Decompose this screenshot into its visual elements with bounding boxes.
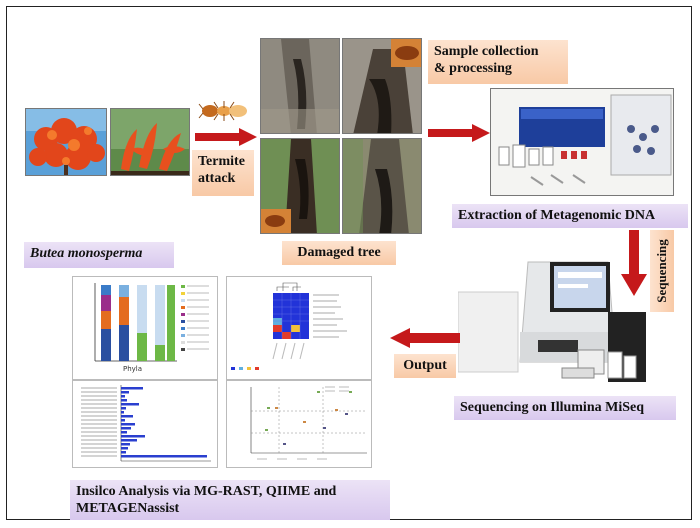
sequencing-arrow-label: Sequencing [650,230,674,312]
illumina-miseq-photo [458,252,648,386]
arrow-down-to-sequencing [621,230,647,296]
damaged-tree-photo-2 [342,38,422,134]
sequencing-label: Sequencing on Illumina MiSeq [454,396,676,420]
abundance-bar-panel [72,380,218,468]
relative-abundance-panel: Phyla [72,276,218,380]
damaged-tree-photo-1 [260,38,340,134]
dna-extraction-kit-photo [490,88,674,196]
butea-flower-photo [110,108,190,176]
butea-tree-photo [25,108,107,176]
scatter-panel [226,380,372,468]
output-label: Output [394,354,456,378]
damaged-tree-photo-4 [342,138,422,234]
insilico-analysis-label: Insilco Analysis via MG-RAST, QIIME and … [70,480,390,520]
extraction-label: Extraction of Metagenomic DNA [452,204,688,228]
termite-attack-label: Termite attack [192,150,254,196]
heatmap-panel [226,276,372,380]
sample-collection-label: Sample collection & processing [428,40,568,84]
arrow-to-output [390,328,460,348]
arrow-to-extraction [428,124,490,142]
butea-label: Butea monosperma [24,242,174,268]
termite-icon [198,100,248,122]
sequencing-arrow-text: Sequencing [654,239,669,303]
arrow-to-damaged-tree [195,128,257,146]
damaged-tree-photo-3 [260,138,340,234]
damaged-tree-label: Damaged tree [282,241,396,265]
phyla-axis-label: Phyla [123,365,143,373]
